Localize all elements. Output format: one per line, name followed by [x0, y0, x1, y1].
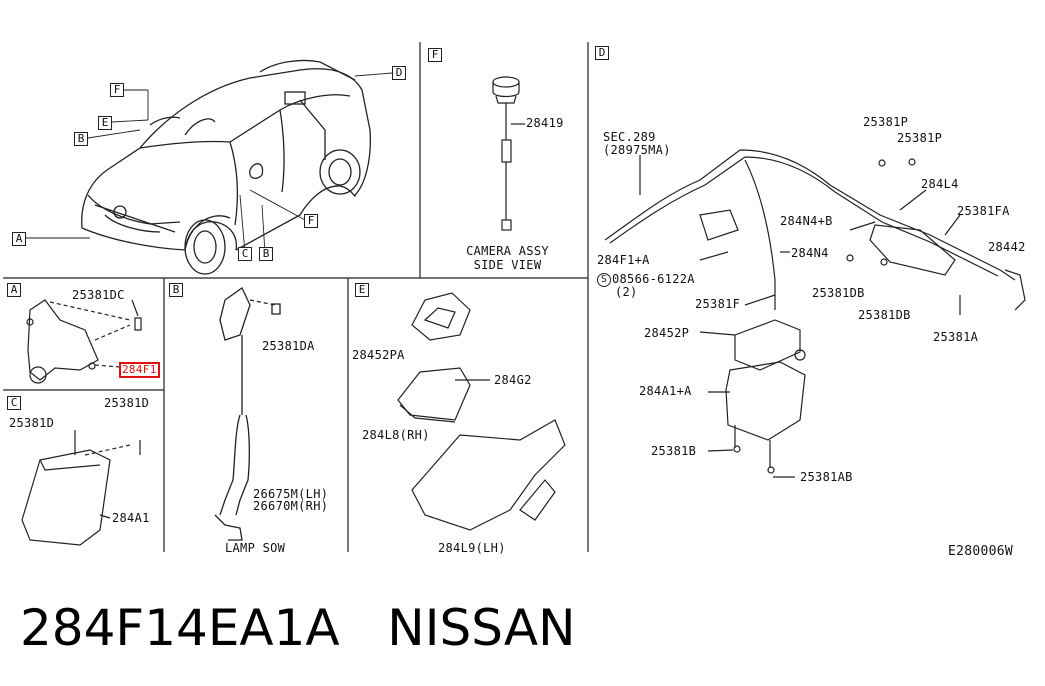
part-28442-label: 28442: [988, 240, 1026, 254]
part-25381d-left-label: 25381D: [9, 416, 55, 430]
section-label-f: F: [428, 48, 442, 62]
part-284l9-label: 284L9(LH): [438, 541, 506, 555]
part-25381f-label: 25381F: [695, 297, 741, 311]
overview-callout-c: C: [238, 247, 252, 261]
part-284n4b-label: 284N4+B: [780, 214, 833, 228]
part-25381d-right-label: 25381D: [104, 396, 150, 410]
car-overview-drawing: [81, 59, 371, 275]
panel-d-drawing: [604, 149, 1026, 478]
part-284a1-label: 284A1: [112, 511, 150, 525]
part-284l4-label: 284L4: [921, 177, 959, 191]
section-label-d: D: [595, 46, 609, 60]
part-25381p-1-label: 25381P: [863, 115, 909, 129]
part-25381ab-label: 25381AB: [800, 470, 853, 484]
overview-callout-d: D: [392, 66, 406, 80]
part-25381db-2-label: 25381DB: [858, 308, 911, 322]
part-26675m-label: 26675M(LH): [253, 487, 329, 501]
panel-b-drawing: [214, 287, 281, 541]
panel-c-drawing: [21, 430, 141, 546]
panel-e-drawing: [397, 292, 566, 531]
part-25381b-label: 25381B: [651, 444, 697, 458]
diagram-code: E280006W: [948, 544, 1014, 559]
part-284f1a-label: 284F1+A: [597, 253, 650, 267]
part-25381db-1-label: 25381DB: [812, 286, 865, 300]
camera-side-view-drawing: [492, 76, 525, 231]
section-label-b: B: [169, 283, 183, 297]
highlighted-part-284f1[interactable]: 284F1: [119, 362, 160, 378]
overview-callout-e: E: [98, 116, 112, 130]
overview-callout-f-bottom: F: [304, 214, 318, 228]
screw-qty-label: (2): [615, 285, 638, 299]
side-view-caption: SIDE VIEW: [473, 258, 542, 272]
section-label-e: E: [355, 283, 369, 297]
part-284n4-label: 284N4: [791, 246, 829, 260]
panel-a-drawing: [26, 299, 142, 384]
section-label-c: C: [7, 396, 21, 410]
screw-mark: S: [597, 273, 611, 287]
part-08566-label: 08566-6122A: [612, 272, 695, 286]
camera-assy-caption: CAMERA ASSY: [466, 244, 549, 258]
part-284g2-label: 284G2: [494, 373, 532, 387]
part-28419-label: 28419: [526, 116, 564, 130]
part-number-title: 284F14EA1A NISSAN: [20, 599, 576, 657]
section-label-a: A: [7, 283, 21, 297]
overview-callout-f-top: F: [110, 83, 124, 97]
part-25381p-2-label: 25381P: [897, 131, 943, 145]
part-26670m-label: 26670M(RH): [253, 499, 329, 513]
part-25381dc-label: 25381DC: [72, 288, 125, 302]
part-284l8-label: 284L8(RH): [362, 428, 430, 442]
part-25381a-label: 25381A: [933, 330, 979, 344]
lamp-sow-caption: LAMP SOW: [225, 541, 286, 555]
sec-28975ma-label: (28975MA): [603, 143, 671, 157]
part-284a1a-label: 284A1+A: [639, 384, 692, 398]
overview-callout-b-top: B: [74, 132, 88, 146]
overview-callout-b-bottom: B: [259, 247, 273, 261]
part-25381da-label: 25381DA: [262, 339, 315, 353]
part-28452pa-label: 28452PA: [352, 348, 405, 362]
sec-289-label: SEC.289: [603, 130, 656, 144]
part-25381fa-label: 25381FA: [957, 204, 1010, 218]
part-28452p-label: 28452P: [644, 326, 690, 340]
overview-leader-lines: [25, 72, 393, 254]
overview-callout-a: A: [12, 232, 26, 246]
